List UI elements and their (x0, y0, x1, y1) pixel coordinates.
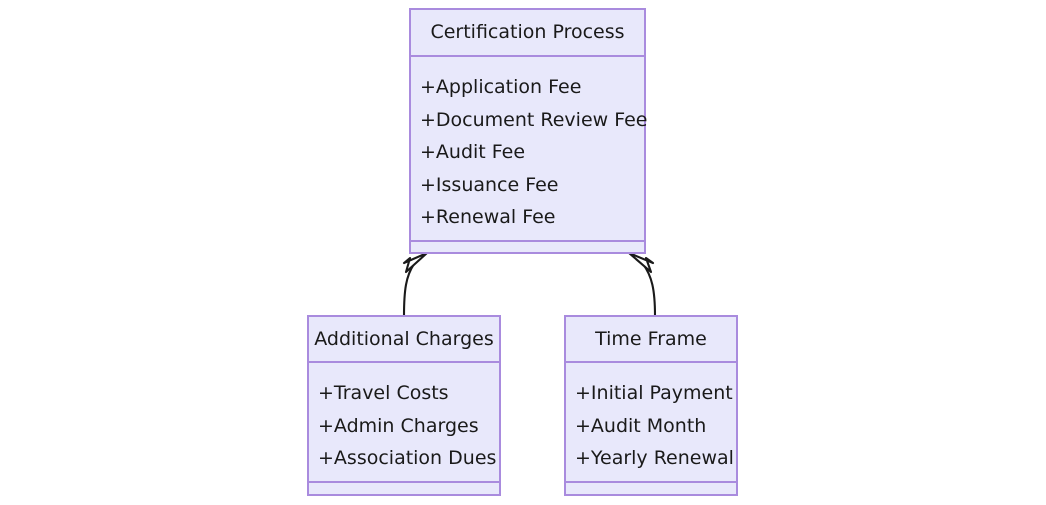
class-attribute: +Renewal Fee (420, 206, 556, 229)
class-attribute: +Audit Month (575, 414, 707, 437)
class-attribute: +Association Dues (318, 447, 497, 470)
class-attributes-compartment: +Travel Costs +Admin Charges +Associatio… (309, 363, 499, 483)
class-attribute: +Application Fee (420, 76, 582, 98)
generalization-time-frame[interactable] (627, 251, 657, 318)
class-title-bar: Additional Charges (309, 317, 499, 363)
class-attribute: +Issuance Fee (420, 173, 559, 196)
class-name: Time Frame (595, 327, 707, 350)
class-title-bar: Certification Process (411, 10, 644, 57)
generalization-line-right (641, 262, 657, 318)
uml-class-additional-charges[interactable]: Additional Charges +Travel Costs +Admin … (307, 315, 501, 496)
class-attribute: +Document Review Fee (420, 108, 648, 131)
class-attribute: +Travel Costs (318, 382, 449, 404)
class-operations-compartment (566, 483, 736, 498)
uml-class-certification-process[interactable]: Certification Process +Application Fee +… (409, 8, 648, 257)
class-attribute: +Initial Payment (575, 382, 733, 404)
class-name: Additional Charges (314, 327, 494, 350)
class-attribute: +Admin Charges (318, 414, 479, 437)
class-title-bar: Time Frame (566, 317, 736, 363)
generalization-line-left (402, 262, 416, 318)
class-name: Certification Process (430, 21, 625, 43)
generalization-additional-charges[interactable] (402, 251, 429, 318)
class-attributes-compartment: +Initial Payment +Audit Month +Yearly Re… (566, 363, 736, 483)
class-attributes-compartment: +Application Fee +Document Review Fee +A… (411, 57, 648, 242)
class-operations-compartment (309, 483, 499, 498)
class-operations-compartment (411, 242, 644, 257)
class-attribute: +Audit Fee (420, 141, 526, 164)
uml-class-time-frame[interactable]: Time Frame +Initial Payment +Audit Month… (564, 315, 738, 496)
class-attribute: +Yearly Renewal (575, 447, 734, 470)
